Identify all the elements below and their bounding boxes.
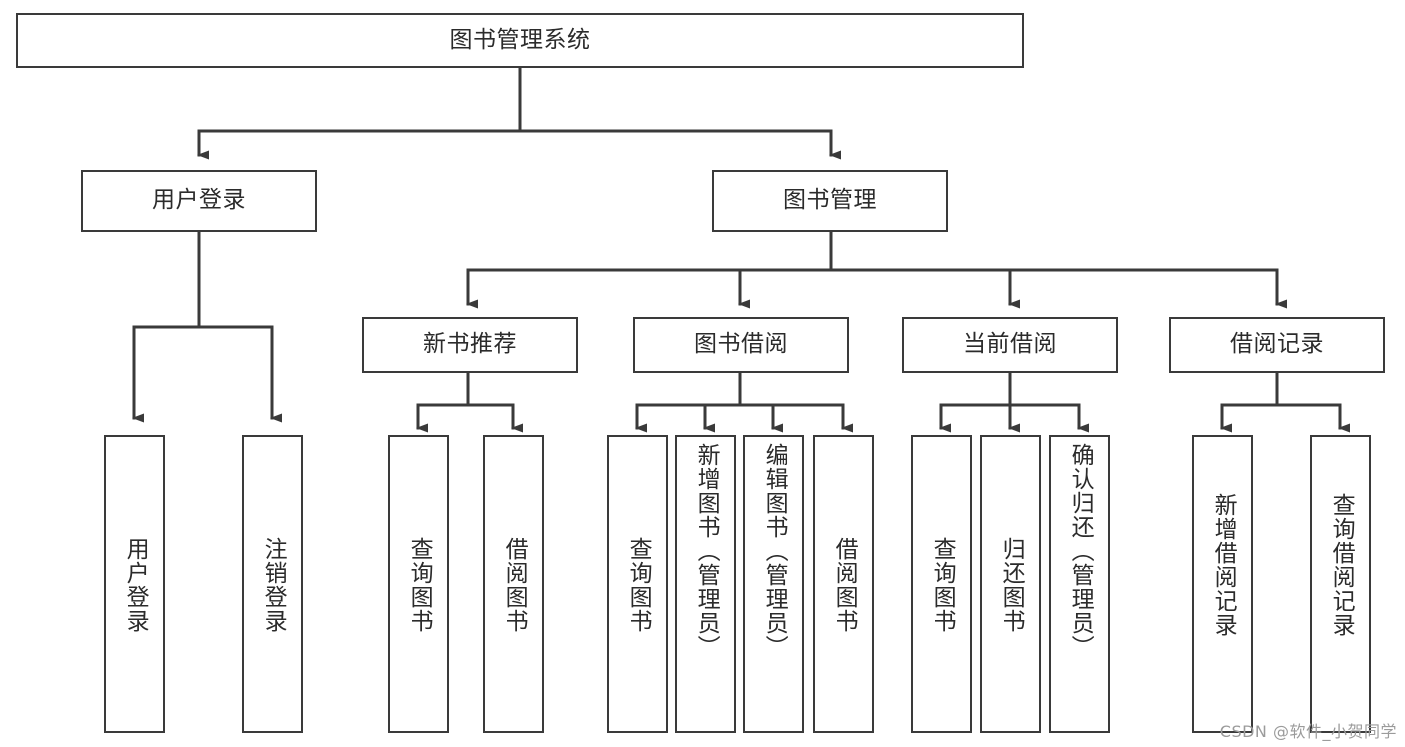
- leaf-add-book-label: 新增图书（管理员）: [693, 443, 720, 659]
- leaf-user-login[interactable]: 用户登录: [104, 435, 165, 733]
- leaf-query-book-2-label: 查询图书: [625, 537, 652, 633]
- leaf-add-record-label: 新增借阅记录: [1210, 493, 1237, 637]
- leaf-query-record-label: 查询借阅记录: [1328, 493, 1355, 637]
- leaf-confirm-return[interactable]: 确认归还（管理员）: [1049, 435, 1110, 733]
- node-current-borrow-label: 当前借阅: [963, 331, 1057, 358]
- node-root[interactable]: 图书管理系统: [16, 13, 1024, 68]
- node-book-manage[interactable]: 图书管理: [712, 170, 948, 232]
- node-user-login-label: 用户登录: [152, 187, 246, 214]
- node-user-login[interactable]: 用户登录: [81, 170, 317, 232]
- leaf-return-book[interactable]: 归还图书: [980, 435, 1041, 733]
- leaf-edit-book-label: 编辑图书（管理员）: [761, 443, 788, 659]
- node-borrow-record-label: 借阅记录: [1230, 331, 1324, 358]
- leaf-return-book-label: 归还图书: [998, 537, 1025, 633]
- leaf-borrow-book-1-label: 借阅图书: [501, 537, 528, 633]
- leaf-query-book-3[interactable]: 查询图书: [911, 435, 972, 733]
- node-borrow-record[interactable]: 借阅记录: [1169, 317, 1385, 373]
- node-book-borrow-label: 图书借阅: [694, 331, 788, 358]
- leaf-query-record[interactable]: 查询借阅记录: [1310, 435, 1371, 733]
- leaf-borrow-book-1[interactable]: 借阅图书: [483, 435, 544, 733]
- node-new-book-rec-label: 新书推荐: [423, 331, 517, 358]
- node-current-borrow[interactable]: 当前借阅: [902, 317, 1118, 373]
- leaf-add-record[interactable]: 新增借阅记录: [1192, 435, 1253, 733]
- leaf-confirm-return-label: 确认归还（管理员）: [1067, 443, 1094, 659]
- leaf-add-book[interactable]: 新增图书（管理员）: [675, 435, 736, 733]
- node-root-label: 图书管理系统: [449, 26, 591, 53]
- leaf-user-logout[interactable]: 注销登录: [242, 435, 303, 733]
- leaf-query-book-1[interactable]: 查询图书: [388, 435, 449, 733]
- leaf-user-login-label: 用户登录: [122, 537, 149, 633]
- leaf-borrow-book-2[interactable]: 借阅图书: [813, 435, 874, 733]
- node-new-book-rec[interactable]: 新书推荐: [362, 317, 578, 373]
- leaf-user-logout-label: 注销登录: [260, 537, 287, 633]
- leaf-query-book-2[interactable]: 查询图书: [607, 435, 668, 733]
- leaf-query-book-3-label: 查询图书: [929, 537, 956, 633]
- node-book-borrow[interactable]: 图书借阅: [633, 317, 849, 373]
- leaf-query-book-1-label: 查询图书: [406, 537, 433, 633]
- leaf-edit-book[interactable]: 编辑图书（管理员）: [743, 435, 804, 733]
- node-book-manage-label: 图书管理: [783, 187, 877, 214]
- leaf-borrow-book-2-label: 借阅图书: [831, 537, 858, 633]
- watermark-text: CSDN @软件_小贺同学: [1219, 722, 1397, 741]
